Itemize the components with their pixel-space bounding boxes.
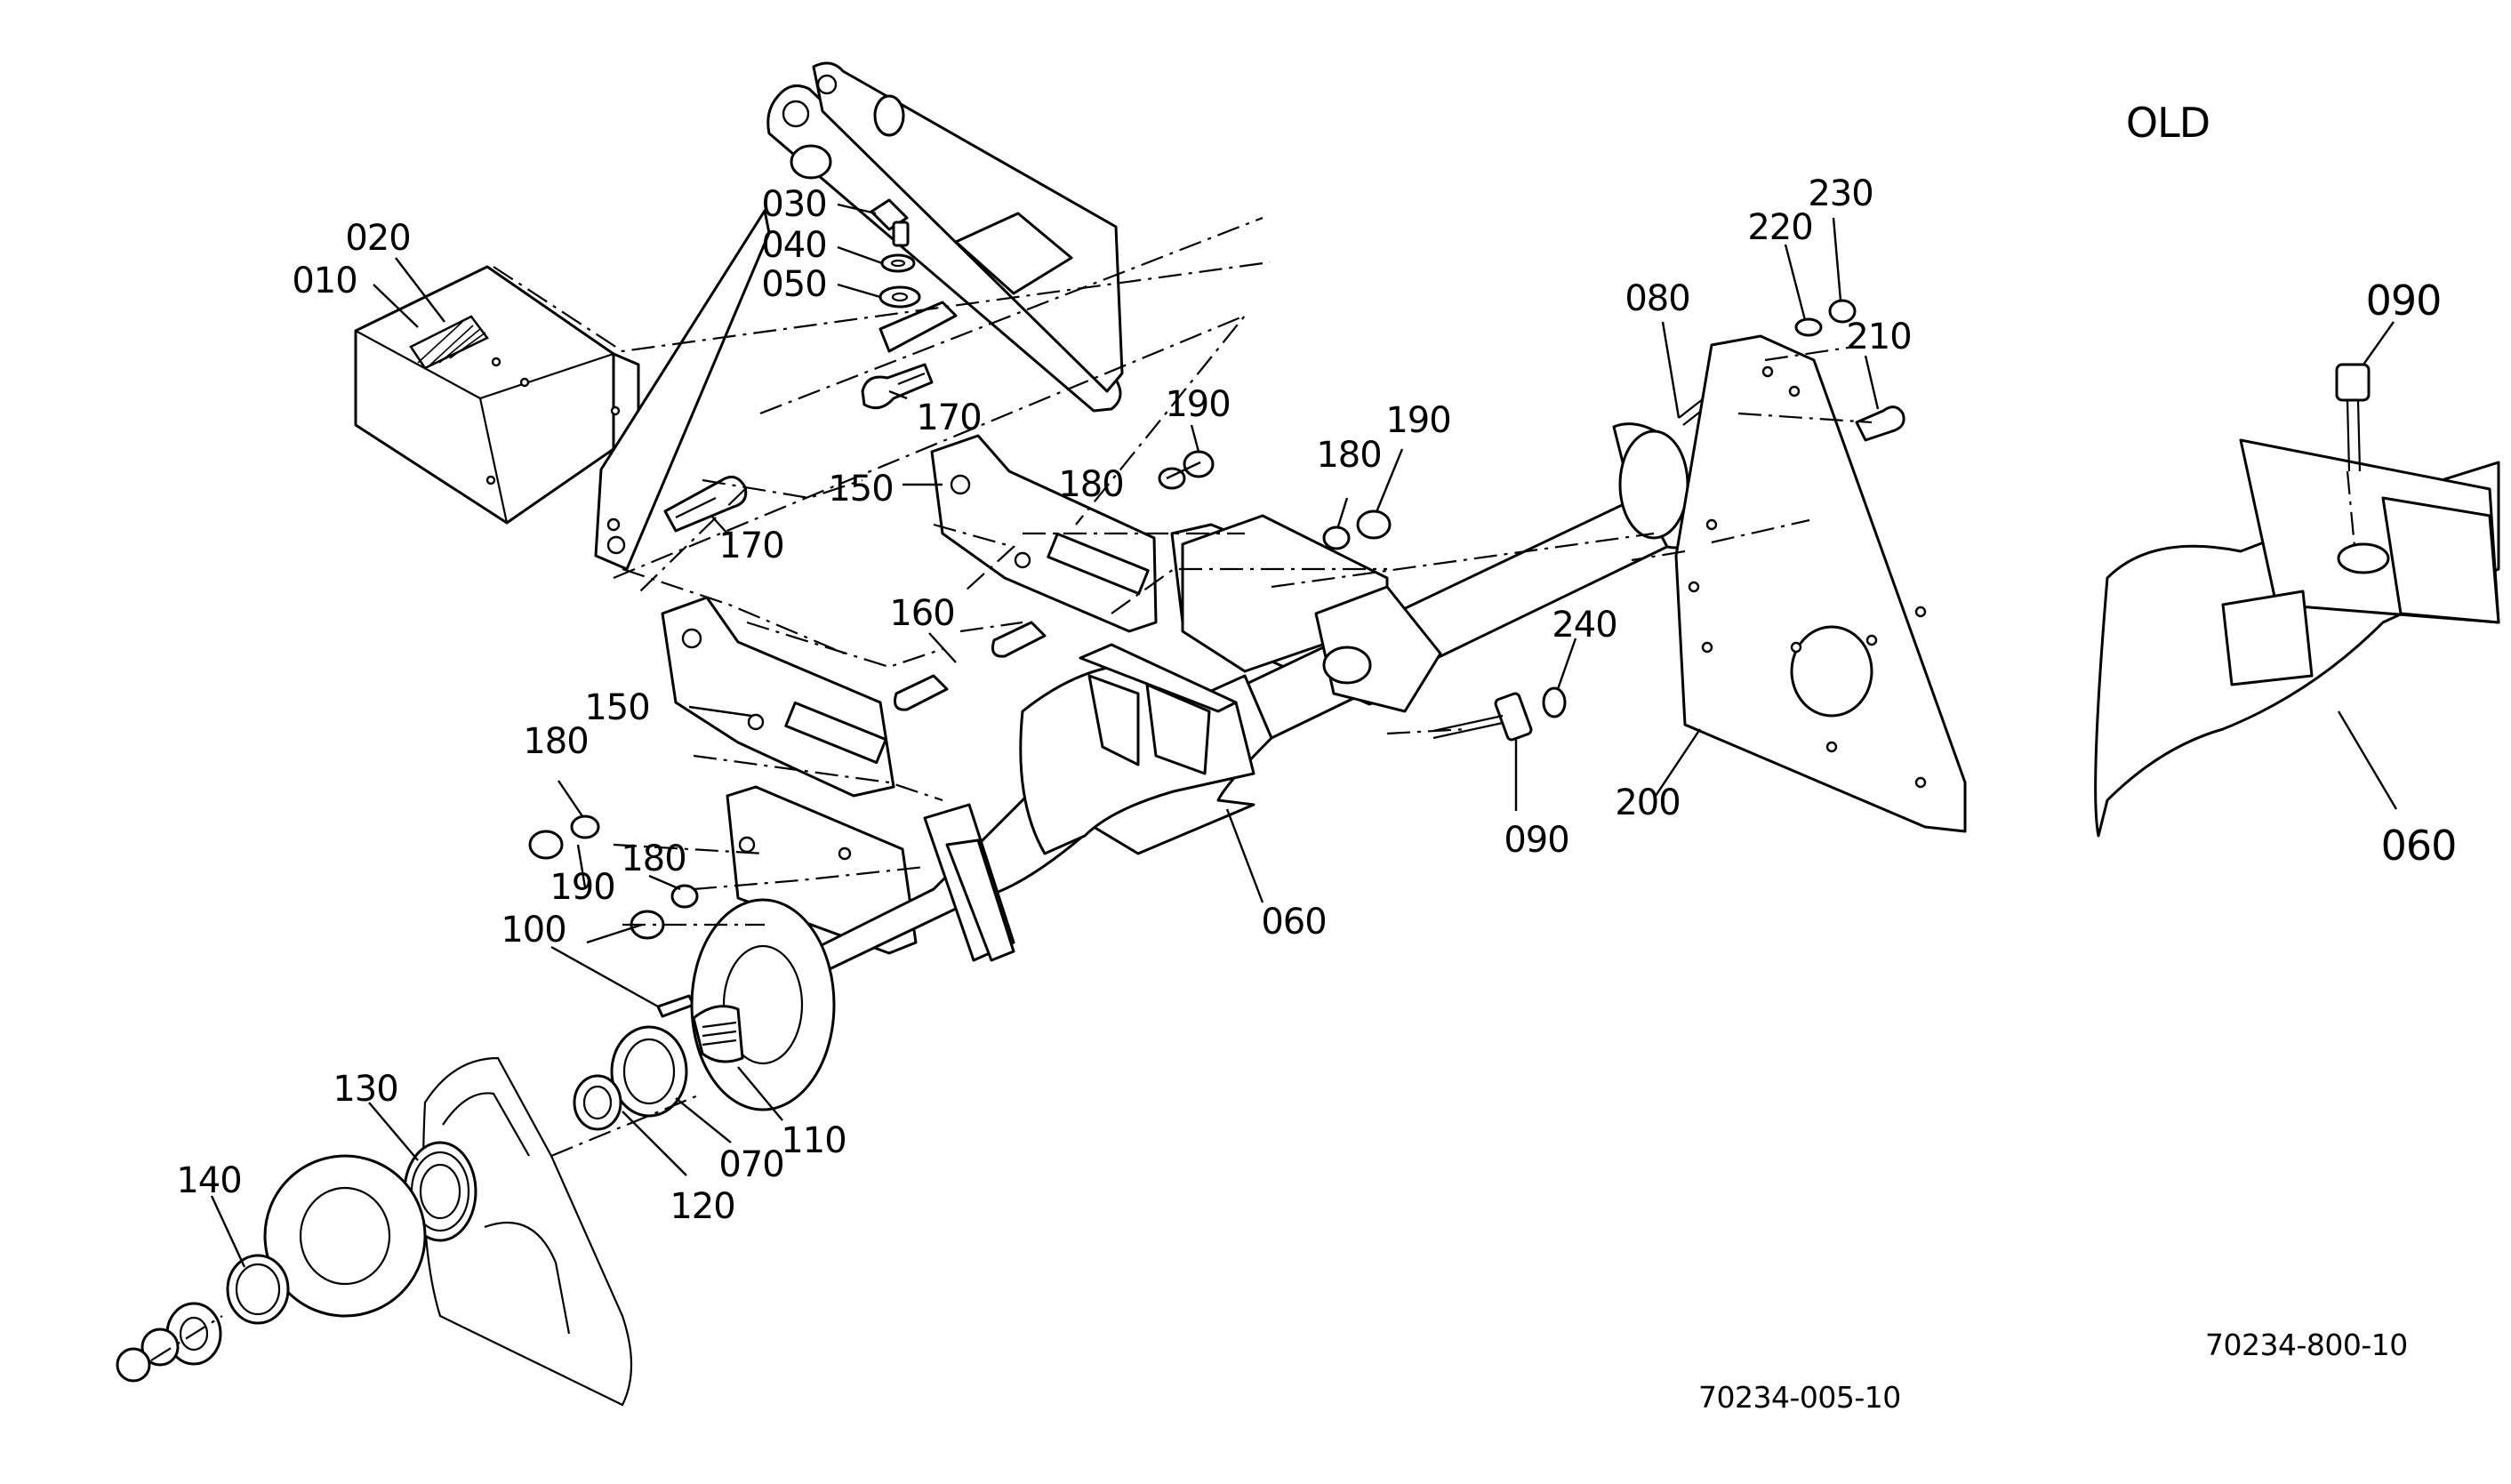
callout-180-a: 180 <box>1058 464 1124 505</box>
callout-040: 040 <box>761 225 827 266</box>
mount-plate-left <box>726 785 918 955</box>
callout-130: 130 <box>333 1069 398 1110</box>
callout-060-main: 060 <box>1261 902 1327 943</box>
plug-090 <box>1432 692 1533 742</box>
callout-210: 210 <box>1846 317 1912 357</box>
callout-010: 010 <box>292 261 357 301</box>
sprocket <box>116 1302 222 1383</box>
bracket-150-lower <box>661 596 895 798</box>
bolt-170-upper <box>861 363 934 410</box>
axle-housing-060 <box>728 487 1678 1015</box>
side-plate-200 <box>1674 334 1967 833</box>
collar-120 <box>573 1074 622 1131</box>
callout-110: 110 <box>781 1120 846 1161</box>
washer-220 <box>1794 317 1823 337</box>
assembly-centerlines <box>150 216 2356 1361</box>
bolt-160 <box>894 621 1047 711</box>
oil-seal-070 <box>610 1025 688 1118</box>
washer-050 <box>878 285 921 309</box>
nut-230 <box>1828 299 1857 324</box>
cover-part-010 <box>354 265 640 525</box>
callout-180-d: 180 <box>621 838 686 879</box>
callout-080: 080 <box>1625 278 1690 319</box>
callout-230: 230 <box>1808 173 1873 214</box>
bolt-210 <box>1855 405 1905 442</box>
callout-190-a: 190 <box>1165 384 1231 425</box>
callout-020: 020 <box>345 218 411 259</box>
callout-100: 100 <box>501 910 566 951</box>
callout-170-lower: 170 <box>718 525 784 566</box>
callout-090-main: 090 <box>1504 820 1569 861</box>
leader-lines <box>210 203 2398 1268</box>
callout-030: 030 <box>761 184 827 225</box>
callout-150-upper: 150 <box>828 469 894 509</box>
washer-040 <box>880 253 916 273</box>
seal-240 <box>1542 686 1567 718</box>
callout-120: 120 <box>670 1186 735 1227</box>
wing-bolt-030 <box>870 198 910 247</box>
callout-180-b: 180 <box>1316 435 1382 476</box>
flange-080 <box>1612 395 1713 549</box>
callout-090-old: 090 <box>2365 277 2443 325</box>
callout-150-lower: 150 <box>584 687 650 728</box>
callout-190-c: 190 <box>550 867 615 908</box>
callout-060-old: 060 <box>2380 822 2458 870</box>
old-inset-housing <box>2094 363 2500 838</box>
callout-160: 160 <box>889 593 955 634</box>
stud-100 <box>656 994 695 1018</box>
callout-220: 220 <box>1747 207 1813 248</box>
variant-label-old: OLD <box>2125 99 2210 147</box>
flange-cover <box>263 1154 427 1318</box>
callout-200: 200 <box>1615 782 1681 823</box>
hitch-link-arms <box>594 61 1124 571</box>
callout-050: 050 <box>761 264 827 305</box>
callout-190-b: 190 <box>1385 400 1451 441</box>
bearing-carrier-110 <box>690 898 836 1111</box>
callout-140: 140 <box>176 1160 242 1201</box>
callout-070: 070 <box>718 1144 784 1185</box>
callout-180-c: 180 <box>523 721 589 762</box>
figure-ref-main: 70234-005-10 <box>1698 1380 1901 1415</box>
hardware-180-190 <box>528 450 1392 940</box>
callout-170-upper: 170 <box>916 397 982 438</box>
snap-ring-140 <box>226 1254 290 1325</box>
figure-ref-old: 70234-800-10 <box>2205 1328 2408 1362</box>
callout-240: 240 <box>1552 605 1617 646</box>
